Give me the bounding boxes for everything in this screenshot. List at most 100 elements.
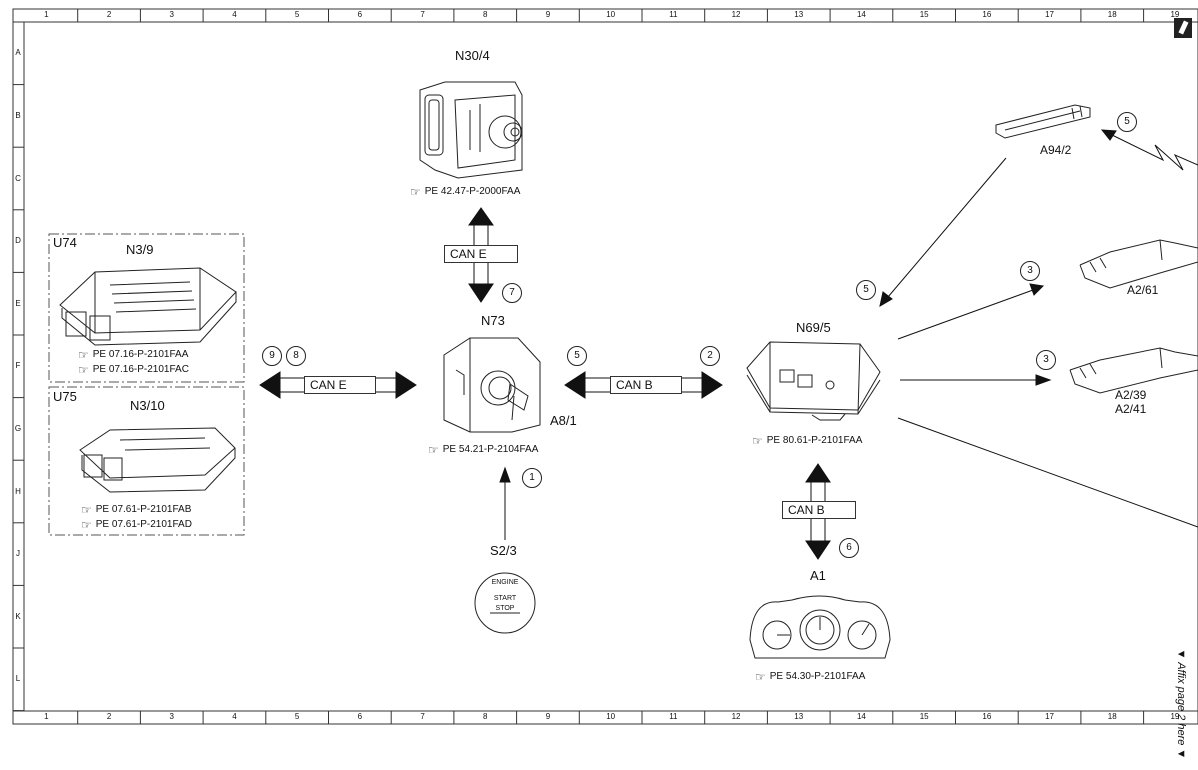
callout-1: 1 bbox=[522, 468, 542, 488]
column-label: 3 bbox=[169, 712, 174, 721]
callout-3-a2-61: 3 bbox=[1020, 261, 1040, 281]
row-label: D bbox=[15, 236, 21, 246]
column-label: 3 bbox=[169, 10, 174, 19]
column-label: 18 bbox=[1107, 712, 1117, 721]
label-a94-2: A94/2 bbox=[1040, 143, 1072, 157]
row-tick-marks bbox=[13, 84, 24, 712]
pointing-hand-icon: ☞ bbox=[428, 442, 439, 457]
column-label: 1 bbox=[44, 712, 49, 721]
ref-n30-4[interactable]: ☞ PE 42.47-P-2000FAA bbox=[410, 186, 520, 198]
pointing-hand-icon: ☞ bbox=[78, 347, 89, 362]
column-label: 7 bbox=[420, 10, 425, 19]
affix-page-note: ▼ Affix page 2 here ▼ bbox=[1166, 640, 1196, 768]
column-label: 7 bbox=[420, 712, 425, 721]
esp-unit-n30-4-illustration bbox=[419, 81, 523, 179]
ref-n3-10-a-text: PE 07.61-P-2101FAB bbox=[95, 504, 192, 515]
frame bbox=[12, 8, 1198, 725]
column-label: 18 bbox=[1107, 10, 1117, 19]
column-label: 12 bbox=[731, 712, 741, 721]
start-stop-button-text[interactable]: ENGINE START STOP bbox=[475, 578, 535, 614]
ecu-n3-10-illustration bbox=[79, 427, 236, 493]
column-label: 13 bbox=[794, 712, 804, 721]
ignition-switch-a8-1-illustration bbox=[443, 337, 541, 433]
pointing-hand-icon: ☞ bbox=[752, 433, 763, 448]
ref-n69-5[interactable]: ☞ PE 80.61-P-2101FAA bbox=[752, 433, 863, 448]
ref-n3-10-b[interactable]: ☞ PE 07.61-P-2101FAD bbox=[81, 517, 192, 532]
label-n73: N73 bbox=[481, 313, 505, 328]
pointing-hand-icon: ☞ bbox=[755, 669, 766, 684]
column-label: 15 bbox=[919, 712, 929, 721]
label-n30-4: N30/4 bbox=[455, 48, 490, 63]
row-label: K bbox=[15, 611, 21, 621]
row-label: C bbox=[15, 173, 21, 183]
pointing-hand-icon: ☞ bbox=[78, 362, 89, 377]
connection-lines bbox=[259, 129, 1198, 560]
column-label: 11 bbox=[669, 712, 678, 721]
row-label: L bbox=[15, 674, 21, 684]
ref-n3-9-a[interactable]: ☞ PE 07.16-P-2101FAA bbox=[78, 347, 189, 362]
ref-n3-9-a-text: PE 07.16-P-2101FAA bbox=[92, 349, 189, 360]
column-label: 2 bbox=[106, 712, 112, 721]
callout-5-left: 5 bbox=[567, 346, 587, 366]
column-label: 8 bbox=[483, 10, 488, 19]
ref-a1-text: PE 54.30-P-2101FAA bbox=[769, 671, 866, 682]
group-label-u74: U74 bbox=[53, 235, 77, 250]
column-label: 16 bbox=[982, 712, 992, 721]
ref-n3-10-b-text: PE 07.61-P-2101FAD bbox=[95, 519, 192, 530]
antenna-a2-61-illustration bbox=[1079, 239, 1198, 289]
column-label: 12 bbox=[731, 10, 741, 19]
label-n3-10: N3/10 bbox=[130, 398, 165, 413]
row-label: H bbox=[15, 486, 21, 496]
bus-label-can-e-left: CAN E bbox=[304, 376, 376, 394]
ecu-n3-9-illustration bbox=[59, 267, 237, 346]
column-label: 11 bbox=[669, 10, 678, 19]
callout-9: 9 bbox=[262, 346, 282, 366]
column-label: 19 bbox=[1170, 10, 1180, 19]
ref-n3-9-b[interactable]: ☞ PE 07.16-P-2101FAC bbox=[78, 362, 189, 377]
row-label: J bbox=[16, 549, 20, 559]
label-a2-41: A2/41 bbox=[1115, 402, 1147, 416]
callout-7: 7 bbox=[502, 283, 522, 303]
ref-a1[interactable]: ☞ PE 54.30-P-2101FAA bbox=[755, 669, 866, 684]
row-label: A bbox=[15, 48, 21, 58]
row-label: F bbox=[15, 361, 21, 371]
column-label: 5 bbox=[294, 712, 300, 721]
pointing-hand-icon: ☞ bbox=[81, 517, 92, 532]
callout-5-a94: 5 bbox=[1117, 112, 1137, 132]
column-label: 13 bbox=[794, 10, 804, 19]
pen-edit-icon[interactable] bbox=[1174, 18, 1192, 38]
column-label: 15 bbox=[919, 10, 929, 19]
column-label: 1 bbox=[44, 10, 49, 19]
bus-label-can-b-mid: CAN B bbox=[610, 376, 682, 394]
column-label: 10 bbox=[606, 10, 616, 19]
module-n69-5-illustration bbox=[746, 341, 881, 421]
column-label: 6 bbox=[357, 712, 363, 721]
column-label: 5 bbox=[294, 10, 300, 19]
column-label: 19 bbox=[1170, 712, 1180, 721]
column-label: 17 bbox=[1045, 712, 1054, 721]
column-label: 6 bbox=[357, 10, 363, 19]
callout-3-a2-39: 3 bbox=[1036, 350, 1056, 370]
engine-control-group-box bbox=[48, 233, 245, 536]
column-tick-marks bbox=[77, 9, 1145, 724]
callout-6: 6 bbox=[839, 538, 859, 558]
row-label: B bbox=[15, 110, 21, 120]
instrument-cluster-a1-illustration bbox=[749, 595, 891, 659]
start-stop-line2: START bbox=[493, 595, 517, 602]
label-a2-39: A2/39 bbox=[1115, 388, 1147, 402]
column-label: 14 bbox=[856, 10, 866, 19]
label-a8-1: A8/1 bbox=[550, 413, 577, 428]
ref-n3-10-a[interactable]: ☞ PE 07.61-P-2101FAB bbox=[81, 504, 192, 516]
label-n3-9: N3/9 bbox=[126, 242, 154, 257]
row-label: G bbox=[14, 423, 22, 433]
ref-n69-5-text: PE 80.61-P-2101FAA bbox=[766, 435, 863, 446]
bus-label-can-e-top: CAN E bbox=[444, 245, 518, 263]
callout-8: 8 bbox=[286, 346, 306, 366]
column-label: 8 bbox=[483, 712, 488, 721]
callout-2: 2 bbox=[700, 346, 720, 366]
column-label: 4 bbox=[232, 10, 237, 19]
column-label: 16 bbox=[982, 10, 992, 19]
column-label: 9 bbox=[545, 712, 551, 721]
ref-a8-1[interactable]: ☞ PE 54.21-P-2104FAA bbox=[428, 442, 538, 457]
